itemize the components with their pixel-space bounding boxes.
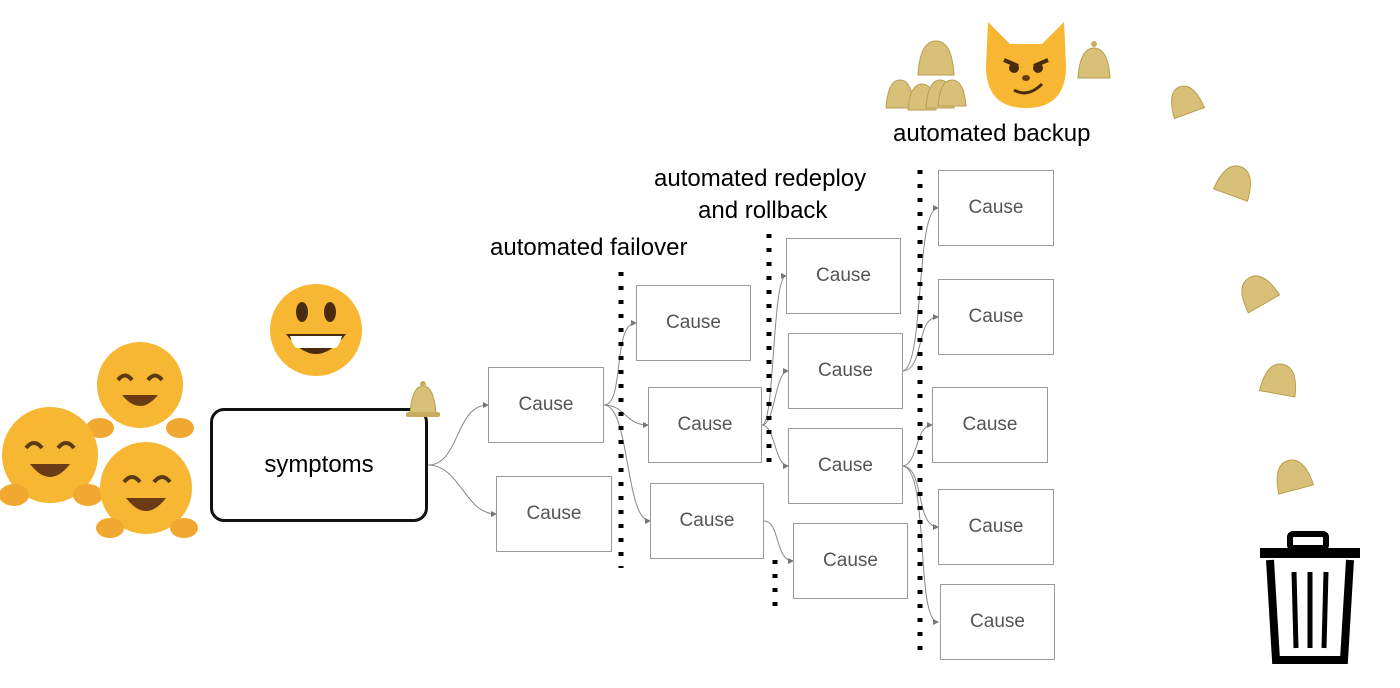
bell-icon [885, 40, 967, 111]
bell-icon [1171, 85, 1206, 120]
cause-box: Cause [793, 523, 908, 599]
symptoms-box: symptoms [210, 408, 428, 522]
bell-icon [1077, 41, 1111, 79]
cause-box: Cause [648, 387, 762, 463]
cause-box: Cause [940, 584, 1055, 660]
hugging-face-icon [0, 342, 198, 538]
cause-box: Cause [636, 285, 751, 361]
connector [901, 465, 939, 625]
cause-box: Cause [488, 367, 604, 443]
cause-box: Cause [938, 279, 1054, 355]
connector [761, 273, 787, 426]
cause-box: Cause [938, 170, 1054, 246]
bell-icon [1276, 459, 1315, 495]
failover-label: automated failover [490, 234, 688, 261]
backup-label: automated backup [893, 120, 1091, 147]
grinning-face-icon [270, 284, 362, 376]
cause-box: Cause [938, 489, 1054, 565]
bell-icon [1212, 165, 1251, 202]
connector [763, 520, 794, 564]
bell-icon [1258, 363, 1296, 398]
cause-box: Cause [788, 428, 903, 504]
redeploy-label-line2: and rollback [698, 197, 828, 224]
smirking-cat-icon [986, 22, 1066, 108]
bell-icon [1241, 275, 1281, 314]
connector [761, 424, 789, 469]
cause-box: Cause [786, 238, 901, 314]
bell-icon [406, 381, 440, 417]
cause-box: Cause [788, 333, 903, 409]
connector [603, 404, 649, 428]
cause-box: Cause [650, 483, 764, 559]
cause-box: Cause [496, 476, 612, 552]
trash-can-icon [1260, 531, 1360, 664]
connector [603, 320, 637, 406]
connector [427, 402, 489, 466]
cause-box: Cause [932, 387, 1048, 463]
redeploy-label-line1: automated redeploy [654, 165, 867, 192]
connector [901, 422, 933, 467]
connector [901, 205, 939, 372]
connector [901, 314, 939, 372]
connector [761, 368, 789, 426]
connector [427, 464, 497, 517]
connector [901, 465, 939, 530]
connector [603, 404, 651, 524]
